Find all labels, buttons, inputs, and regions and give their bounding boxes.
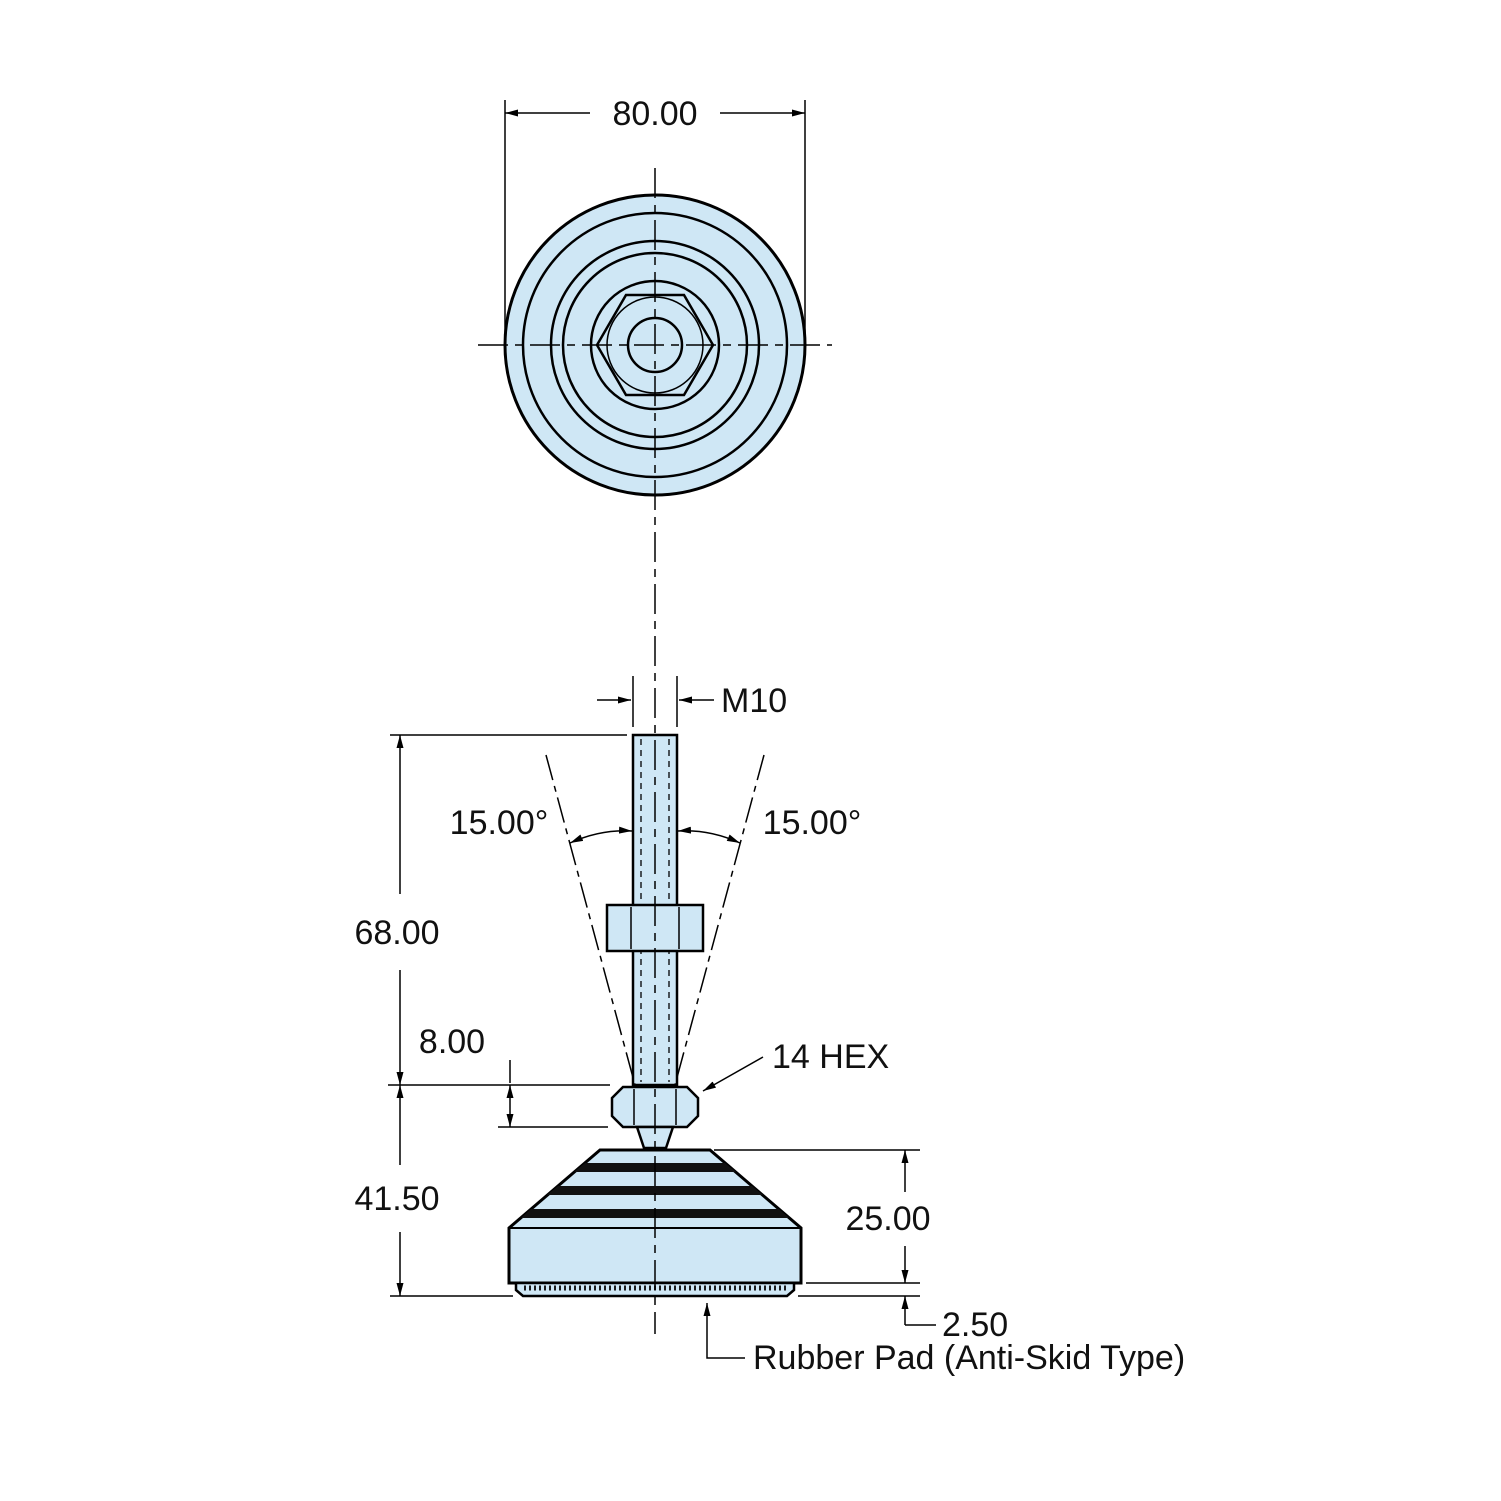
leader-rubber-pad	[703, 1303, 745, 1359]
overall-height-label: 41.50	[354, 1180, 439, 1218]
nut-height-label: 8.00	[419, 1023, 485, 1061]
stud-collar	[635, 1125, 675, 1150]
hex-size-label: 14 HEX	[772, 1038, 889, 1076]
angle-arc-left	[569, 826, 633, 844]
angle-left-label: 15.00°	[450, 804, 549, 842]
label-hex-size: 14 HEX	[702, 1038, 889, 1092]
angle-arc-right	[677, 826, 741, 844]
dim-pad-thickness-2-5: 2.50	[798, 1295, 1008, 1344]
centerlines	[478, 168, 832, 1334]
swivel-angle-annotation: 15.00° 15.00°	[450, 754, 862, 1086]
dim-thread-m10: M10	[597, 676, 787, 727]
leader-14hex	[702, 1056, 764, 1092]
dim-base-height-25: 25.00	[714, 1149, 931, 1284]
rubber-pad-label: Rubber Pad (Anti-Skid Type)	[753, 1339, 1185, 1377]
anti-skid-band-2	[547, 1186, 763, 1195]
thread-hole-circle	[626, 316, 684, 374]
dim-nut-height-8: 8.00	[419, 1023, 608, 1128]
label-rubber-pad: Rubber Pad (Anti-Skid Type)	[703, 1303, 1185, 1377]
dim-stud-length-68: 68.00	[354, 734, 627, 1086]
dim-diameter-80: 80.00	[504, 95, 806, 334]
stud-length-label: 68.00	[354, 914, 439, 952]
base-height-label: 25.00	[845, 1200, 930, 1238]
tilt-axis-left	[545, 754, 636, 1086]
tilt-axis-right	[674, 754, 765, 1086]
diameter-label: 80.00	[612, 95, 697, 133]
thread-label: M10	[721, 682, 787, 720]
angle-right-label: 15.00°	[763, 804, 862, 842]
dim-overall-height-41-5: 41.50	[354, 1085, 513, 1297]
pad-thickness-label: 2.50	[942, 1306, 1008, 1344]
